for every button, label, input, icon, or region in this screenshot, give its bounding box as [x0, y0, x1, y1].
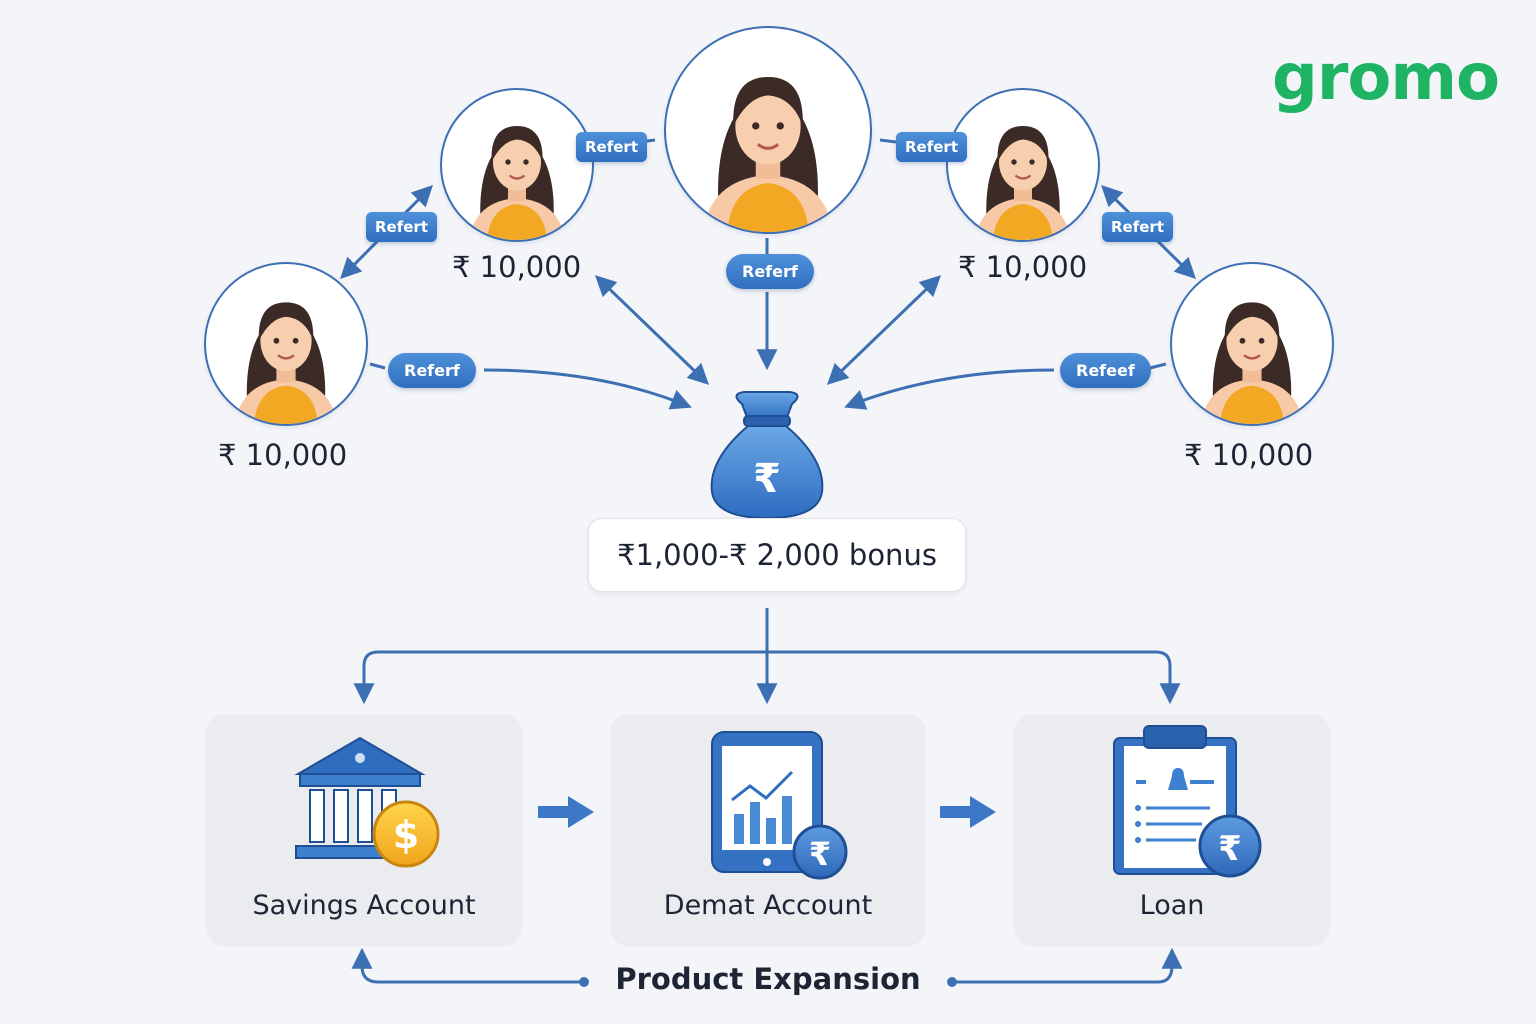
- person-icon: [469, 126, 565, 240]
- arrow-bonus-to-savings: [353, 650, 767, 705]
- gromo-logo: gromo: [1272, 46, 1500, 110]
- logo-text: gromo: [1272, 41, 1500, 115]
- arrow-lower-left-to-bag: [483, 368, 692, 410]
- connector-line: [1149, 362, 1167, 370]
- product-card-loan: ₹ Loan: [1014, 714, 1330, 946]
- product-label-demat: Demat Account: [663, 890, 873, 921]
- avatar-upper-left: [440, 88, 594, 242]
- money-bag-icon: ₹: [710, 391, 824, 520]
- person-icon: [702, 76, 834, 232]
- svg-text:₹: ₹: [1218, 829, 1242, 869]
- expansion-dot: [947, 977, 957, 987]
- block-arrow: [538, 796, 594, 828]
- refer-pill-upper-right-diag: Refert: [1102, 212, 1173, 242]
- product-expansion-label: Product Expansion: [615, 962, 921, 996]
- svg-text:₹: ₹: [753, 456, 781, 502]
- expansion-dot: [579, 977, 589, 987]
- person-icon: [234, 302, 338, 424]
- amount-lower-left: ₹ 10,000: [218, 438, 348, 472]
- amount-upper-right: ₹ 10,000: [958, 250, 1088, 284]
- clipboard-icon: ₹: [1113, 725, 1262, 878]
- arrow-lower-right-to-bag: [844, 368, 1055, 410]
- avatar-center: [664, 26, 872, 234]
- arrow-upper-right-to-bag: [826, 275, 942, 385]
- product-label-savings: Savings Account: [252, 890, 476, 921]
- tablet-chart-icon: ₹: [711, 731, 848, 880]
- block-arrow: [940, 796, 996, 828]
- refer-pill-upper-left-side: Refert: [576, 132, 647, 162]
- bonus-text: ₹1,000-₹ 2,000 bonus: [617, 538, 937, 572]
- product-card-demat: ₹ Demat Account: [610, 714, 926, 946]
- refer-pill-center: Referf: [726, 254, 814, 289]
- svg-text:₹: ₹: [809, 835, 831, 873]
- arrow-expansion-right: [952, 947, 1183, 984]
- connector-line: [369, 362, 386, 370]
- amount-lower-right: ₹ 10,000: [1184, 438, 1314, 472]
- refer-pill-lower-left: Referf: [388, 353, 476, 388]
- avatar-lower-right: [1170, 262, 1334, 426]
- svg-text:$: $: [393, 813, 419, 857]
- avatar-lower-left: [204, 262, 368, 426]
- arrow-upper-left-to-bag: [594, 275, 710, 385]
- bonus-box: ₹1,000-₹ 2,000 bonus: [588, 518, 966, 592]
- arrow-expansion-left: [351, 947, 584, 984]
- person-icon: [975, 126, 1071, 240]
- refer-pill-upper-right-side: Refert: [896, 132, 967, 162]
- avatar-upper-right: [946, 88, 1100, 242]
- bank-icon: $: [294, 736, 440, 868]
- product-label-loan: Loan: [1139, 890, 1205, 921]
- refer-pill-upper-left-diag: Refert: [366, 212, 437, 242]
- refer-pill-lower-right: Refeef: [1060, 353, 1151, 388]
- amount-upper-left: ₹ 10,000: [452, 250, 582, 284]
- arrow-bonus-to-loan: [767, 650, 1181, 705]
- connector-line: [879, 138, 897, 144]
- product-card-savings: $ Savings Account: [206, 714, 522, 946]
- person-icon: [1200, 302, 1304, 424]
